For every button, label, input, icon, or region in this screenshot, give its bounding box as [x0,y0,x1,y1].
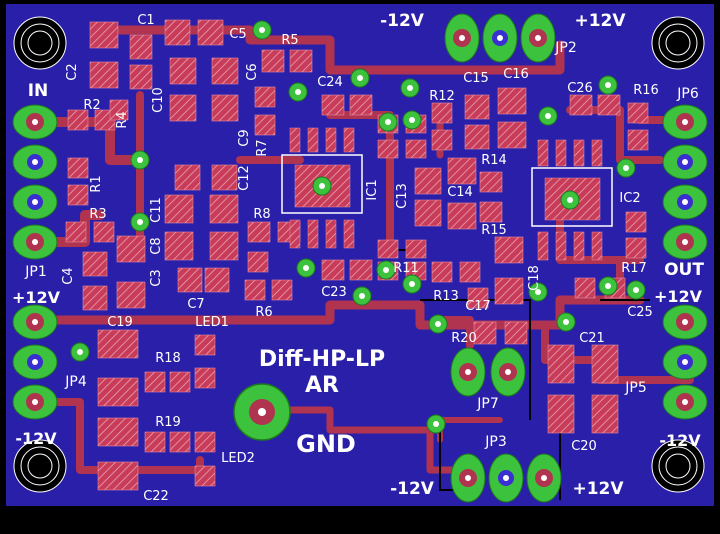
silk-label: IN [28,81,49,101]
silk-label: C3 [149,269,164,286]
silk-label: R14 [481,153,507,168]
silk-label: C21 [579,331,605,346]
silk-label: R4 [115,111,130,128]
silk-label: +12V [12,288,61,307]
silk-label: R17 [621,261,647,276]
mounting-holes [13,16,705,493]
silk-label: R12 [429,89,455,104]
silk-label: IC2 [619,191,640,206]
silk-label: C11 [149,197,164,223]
silk-label: C9 [237,129,252,146]
silk-label: R3 [89,207,106,222]
silk-label: R18 [155,351,181,366]
silk-label: C16 [503,67,529,82]
silk-label: R16 [633,83,659,98]
silk-label: C18 [527,265,542,291]
silk-label: -12V [15,429,57,448]
silk-label: JP2 [554,40,576,56]
silk-label: +12V [654,287,703,306]
silk-label: C20 [571,439,597,454]
silk-label: R8 [253,207,270,222]
silk-label: +12V [572,479,624,499]
silk-label: C8 [149,237,164,254]
silk-label: R19 [155,415,181,430]
silk-label: C25 [627,305,653,320]
silk-label: JP7 [476,396,498,412]
ic1-footprint [281,127,363,249]
silk-label: JP5 [624,380,646,396]
silk-label: R1 [89,175,104,192]
vias [70,20,646,434]
silk-label: R15 [481,223,507,238]
silk-label: C24 [317,75,343,90]
silk-label: C19 [107,315,133,330]
silk-label: C5 [229,27,246,42]
board-title: Diff-HP-LP [259,347,385,372]
silk-label: JP4 [64,374,87,390]
gnd-pad [233,383,291,441]
smd-pads [65,19,649,491]
silk-label: R2 [83,98,100,113]
silk-label: IC1 [365,179,380,200]
silk-label: JP6 [676,86,699,102]
silk-label: C4 [61,267,76,284]
silk-label: R20 [451,331,477,346]
silk-label: C2 [65,63,80,80]
silk-label: C6 [245,63,260,80]
silk-label: R7 [255,139,270,156]
silk-label: -12V [390,479,435,499]
silk-label: C1 [137,13,154,28]
silk-label: JP1 [24,264,46,280]
silk-label: C12 [237,165,252,191]
silk-label: R11 [393,261,419,276]
silk-label: C23 [321,285,347,300]
silk-label: -12V [659,431,701,450]
header-pads [12,13,708,503]
silk-label: -12V [380,11,425,31]
silk-label: R5 [281,33,298,48]
silk-label: C13 [395,183,410,209]
silk-label: C17 [465,299,491,314]
silk-label: R13 [433,289,459,304]
silk-label: C15 [463,71,489,86]
silk-label: JP3 [484,434,506,450]
silk-label: C22 [143,489,169,504]
silk-label: +12V [574,11,626,31]
silk-label: C7 [187,297,204,312]
silk-label: OUT [664,260,704,280]
gnd-label: GND [296,430,356,458]
silk-label: C10 [151,87,166,113]
silk-label: LED2 [221,451,255,466]
silk-label: C14 [447,185,473,200]
silk-label: R6 [255,305,272,320]
silk-label: LED1 [195,315,229,330]
silk-label: C26 [567,81,593,96]
board-subtitle: AR [305,373,339,398]
